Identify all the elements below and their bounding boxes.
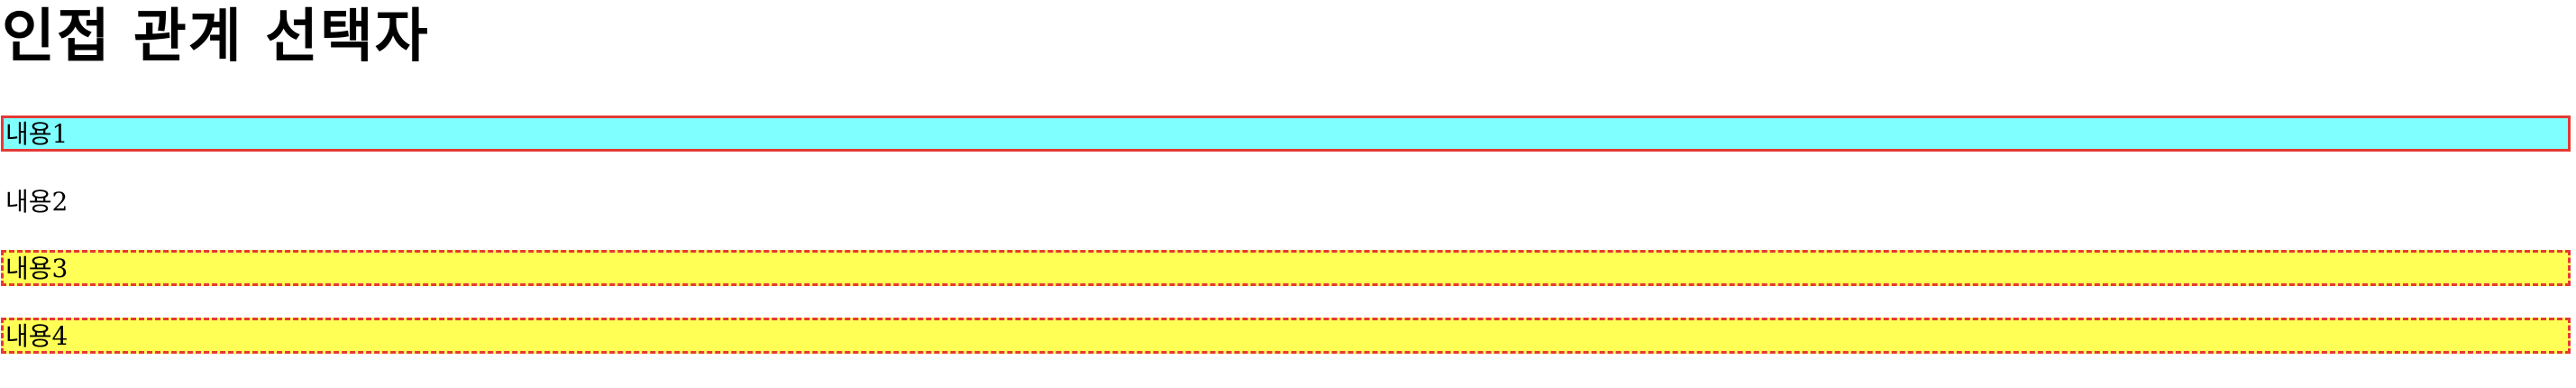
paragraph-2: 내용2 <box>1 183 2571 219</box>
page-title: 인접 관계 선택자 <box>2 3 430 70</box>
paragraph-4: 내용4 <box>1 318 2571 354</box>
paragraph-3: 내용3 <box>1 250 2571 286</box>
paragraph-1: 내용1 <box>1 115 2571 152</box>
